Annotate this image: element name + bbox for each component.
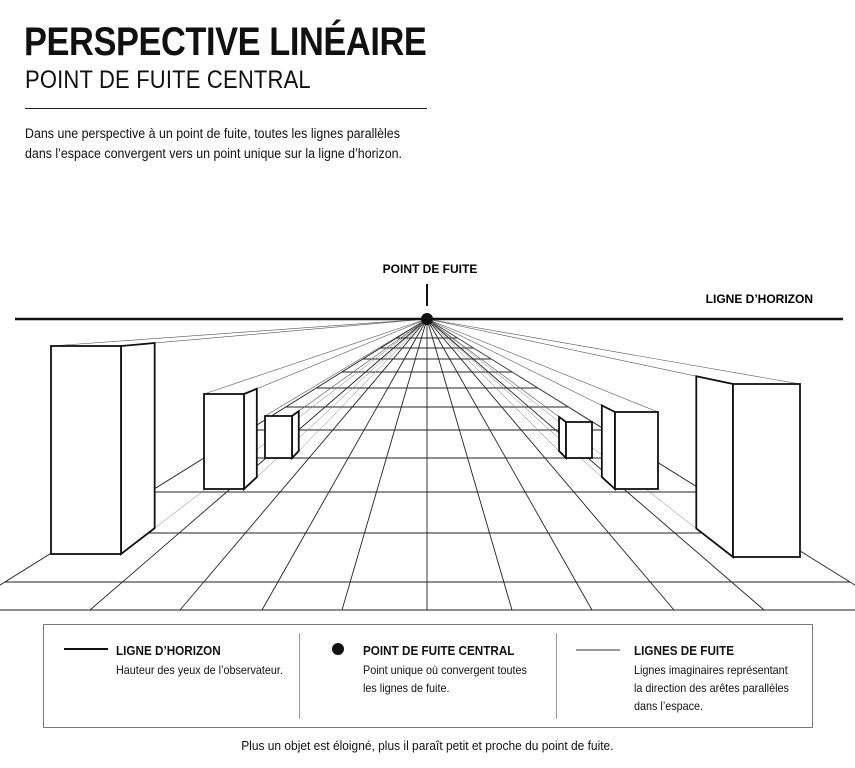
vanishing-line [426,318,734,385]
vanishing-line [291,318,428,417]
page-title: PERSPECTIVE LINÉAIRE [24,20,427,64]
vanishing-lines [50,318,801,558]
box-side-face [243,387,258,492]
page-subtitle: POINT DE FUITE CENTRAL [25,66,311,94]
box-side-face [600,404,616,492]
grid-line [0,318,428,586]
thick-line-icon [64,648,108,650]
vanishing-line [426,318,593,423]
legend-description: Lignes imaginaires représentant la direc… [634,661,789,715]
vanishing-line [426,318,616,413]
perspective-diagram: POINT DE FUITE LIGNE D’HORIZON [0,262,855,611]
vanishing-line [120,318,428,347]
horizon-label: LIGNE D’HORIZON [706,292,813,306]
grid-line [426,318,765,611]
grid-line [426,318,513,611]
title-divider [25,108,427,109]
vanishing-line [426,318,659,413]
vanishing-line [291,318,428,459]
legend-title: POINT DE FUITE CENTRAL [363,643,515,658]
intro-line: Dans une perspective à un point de fuite… [25,126,400,141]
intro-text: Dans une perspective à un point de fuite… [25,124,467,164]
vanishing-line [426,318,801,385]
vanishing-line [264,318,428,417]
vanishing-line [243,318,428,490]
grid-line [426,318,593,611]
vanishing-point-label: POINT DE FUITE [383,262,478,276]
legend-title: LIGNE D’HORIZON [116,643,221,658]
box-front-face [614,411,659,490]
vanishing-line [203,318,428,395]
grid-line [341,318,428,611]
legend-divider [556,633,557,719]
legend: LIGNE D’HORIZON Hauteur des yeux de l’ob… [43,624,813,728]
legend-item-horizon: LIGNE D’HORIZON Hauteur des yeux de l’ob… [44,625,299,727]
legend-item-vanishing-lines: LIGNES DE FUITE Lignes imaginaires repré… [557,625,812,727]
grid-line [89,318,428,611]
vanishing-line [426,318,567,459]
vanishing-line [50,318,428,347]
legend-line: Lignes imaginaires représentant [634,663,788,677]
thin-line-icon [576,649,620,651]
grid-line [179,318,428,611]
box-front-face [203,393,245,490]
vanishing-line [426,318,616,490]
filled-dot-icon [332,643,344,655]
legend-line: les lignes de fuite. [363,681,450,695]
legend-title: LIGNES DE FUITE [634,643,735,658]
box-side-face [291,409,300,461]
footer-text: Plus un objet est éloigné, plus il paraî… [241,738,614,753]
box-front-face [732,383,801,558]
box-front-face [50,345,122,555]
box-side-face [695,375,734,559]
vanishing-point-dot [421,313,433,325]
legend-description: Point unique où convergent toutes les li… [363,661,527,697]
box-front-face [565,421,593,459]
legend-line: dans l’espace. [634,699,704,713]
legend-line: Point unique où convergent toutes [363,663,527,677]
footer-note: Plus un objet est éloigné, plus il paraî… [0,738,855,753]
grid-line [426,318,675,611]
vanishing-line [243,318,428,395]
boxes [50,342,801,559]
floor-grid [0,318,855,611]
legend-divider [299,633,300,719]
box-side-face [120,342,156,556]
legend-line: Hauteur des yeux de l’observateur. [116,663,283,677]
box-front-face [264,415,293,459]
grid-line [261,318,428,611]
box-side-face [558,415,567,461]
legend-item-vanishing-point: POINT DE FUITE CENTRAL Point unique où c… [300,625,556,727]
legend-description: Hauteur des yeux de l’observateur. [116,661,283,679]
intro-line: dans l’espace convergent vers un point u… [25,146,402,161]
legend-line: la direction des arêtes parallèles [634,681,789,695]
vanishing-line [426,318,567,423]
